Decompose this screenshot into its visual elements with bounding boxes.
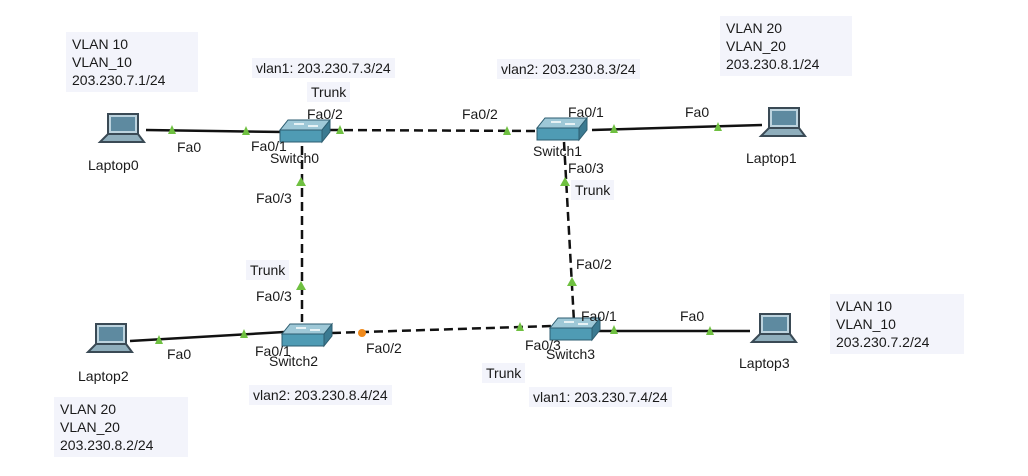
link-switch0-switch1[interactable] [329,128,539,133]
note-line: VLAN_10 [72,54,132,70]
port-label: Fa0 [177,139,202,155]
switch2-label: Switch2 [269,353,319,369]
port-label: Fa0/2 [576,256,612,272]
link-switch2-switch3[interactable] [331,324,553,335]
link-status-arrow [336,125,344,134]
laptop0-note: VLAN 10 VLAN_10 203.230.7.1/24 [66,32,198,92]
link-status-arrow [610,325,618,334]
trunk-label: Trunk [307,82,351,102]
port-label: Fa0 [680,308,705,324]
trunk-label: Trunk [482,363,526,383]
link-status-arrow [714,122,722,131]
port-label: Fa0/3 [568,160,604,176]
laptop2-label: Laptop2 [78,368,129,384]
note-line: 203.230.7.1/24 [72,72,166,88]
link-status-arrow [567,277,577,286]
port-label: Fa0 [685,104,710,120]
switch2-icon[interactable] [280,322,334,350]
link-status-arrow [242,126,250,135]
trunk-label: Trunk [246,260,290,280]
note-line: VLAN 20 [60,401,117,417]
laptop0-label: Laptop0 [88,157,139,173]
laptop0-icon[interactable] [96,112,146,146]
link-status-arrow [706,326,714,335]
switch2-vlan-note: vlan2: 203.230.8.4/24 [249,385,392,405]
laptop2-icon[interactable] [84,322,134,356]
link-status-arrow [516,322,524,331]
note-line: VLAN 10 [72,36,129,52]
link-status-arrow [155,335,163,344]
port-label: Fa0 [167,346,192,362]
port-label: Fa0/1 [581,308,617,324]
note-line: VLAN_20 [726,38,786,54]
link-status-arrow [168,125,176,134]
laptop1-note: VLAN 20 VLAN_20 203.230.8.1/24 [720,16,852,76]
laptop3-label: Laptop3 [739,355,790,371]
note-line: 203.230.8.2/24 [60,437,154,453]
laptop3-icon[interactable] [748,312,798,346]
switch1-label: Switch1 [533,143,583,159]
port-label: Fa0/2 [366,340,402,356]
note-line: VLAN 10 [836,298,893,314]
link-laptop2-switch2[interactable] [129,330,285,343]
link-pending-dot [358,329,366,337]
note-line: 203.230.7.2/24 [836,334,930,350]
switch3-icon[interactable] [548,316,602,344]
note-line: 203.230.8.1/24 [726,56,820,72]
link-status-arrow [296,281,306,290]
port-label: Fa0/1 [568,104,604,120]
port-label: Fa0/3 [256,288,292,304]
port-label: Fa0/3 [256,190,292,206]
switch0-label: Switch0 [270,150,320,166]
switch0-vlan-note: vlan1: 203.230.7.3/24 [252,58,395,78]
port-label: Fa0/3 [525,337,561,353]
laptop1-icon[interactable] [757,106,807,140]
link-status-arrow [296,177,306,186]
switch0-icon[interactable] [278,118,332,146]
port-label: Fa0/1 [255,343,291,359]
link-status-arrow [503,126,511,135]
port-label: Fa0/2 [462,106,498,122]
note-line: VLAN 20 [726,20,783,36]
port-label: Fa0/1 [251,138,287,154]
note-line: VLAN_20 [60,419,120,435]
switch3-label: Switch3 [546,346,596,362]
port-label: Fa0/2 [307,106,343,122]
note-line: VLAN_10 [836,316,896,332]
link-switch1-switch3[interactable] [562,141,576,323]
laptop3-note: VLAN 10 VLAN_10 203.230.7.2/24 [830,294,964,354]
link-laptop0-switch0[interactable] [145,128,285,134]
switch1-icon[interactable] [535,116,589,144]
link-status-arrow [560,177,570,186]
link-switch1-laptop1[interactable] [591,123,763,132]
switch3-vlan-note: vlan1: 203.230.7.4/24 [529,387,672,407]
link-status-arrow [610,124,618,133]
switch1-vlan-note: vlan2: 203.230.8.3/24 [497,59,640,79]
link-status-arrow [240,329,248,338]
trunk-label: Trunk [571,180,615,200]
laptop2-note: VLAN 20 VLAN_20 203.230.8.2/24 [54,397,188,457]
laptop1-label: Laptop1 [746,150,797,166]
